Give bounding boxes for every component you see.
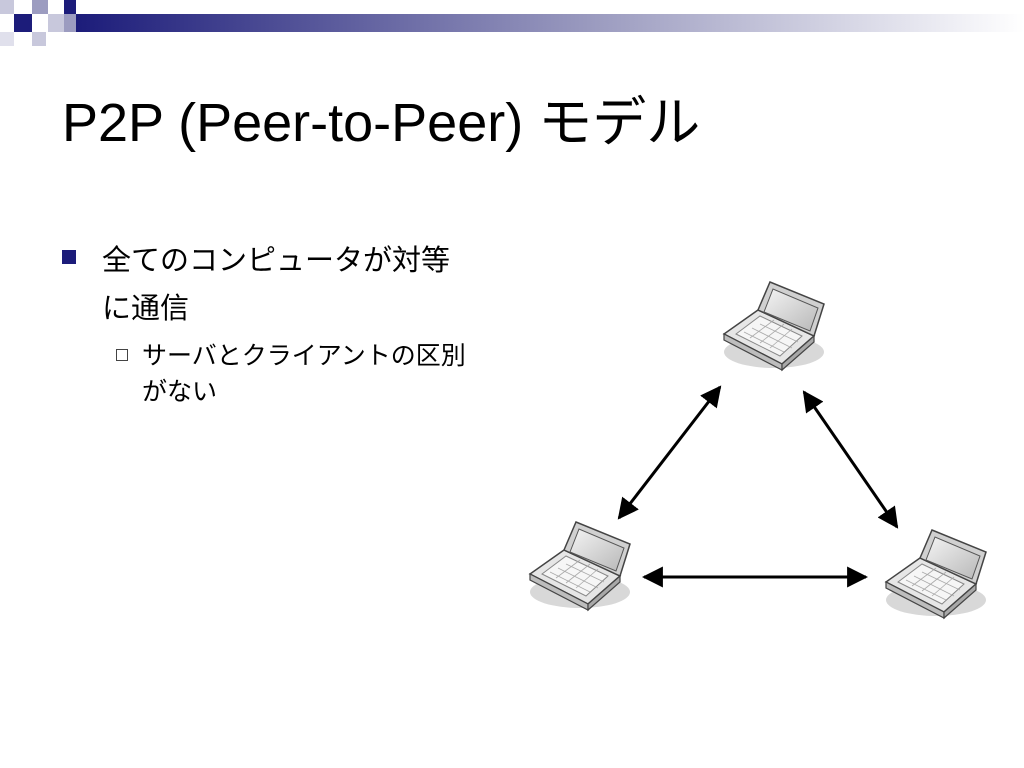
bidirectional-arrow: [802, 390, 899, 529]
laptop-icon: [885, 529, 987, 619]
bidirectional-arrow: [617, 385, 722, 520]
hollow-square-bullet-icon: [116, 349, 128, 361]
bullet-item: 全てのコンピュータが対等に通信: [62, 236, 482, 332]
sub-bullet-item: サーバとクライアントの区別がない: [116, 338, 486, 410]
laptop-icon: [529, 521, 631, 611]
square-bullet-icon: [62, 250, 76, 264]
sub-bullet-text: サーバとクライアントの区別がない: [142, 341, 466, 406]
laptop-icon: [723, 281, 825, 371]
slide-title: P2P (Peer-to-Peer) モデル: [62, 93, 701, 153]
header-decoration: [0, 0, 1024, 46]
bullet-text: 全てのコンピュータが対等に通信: [102, 243, 451, 325]
